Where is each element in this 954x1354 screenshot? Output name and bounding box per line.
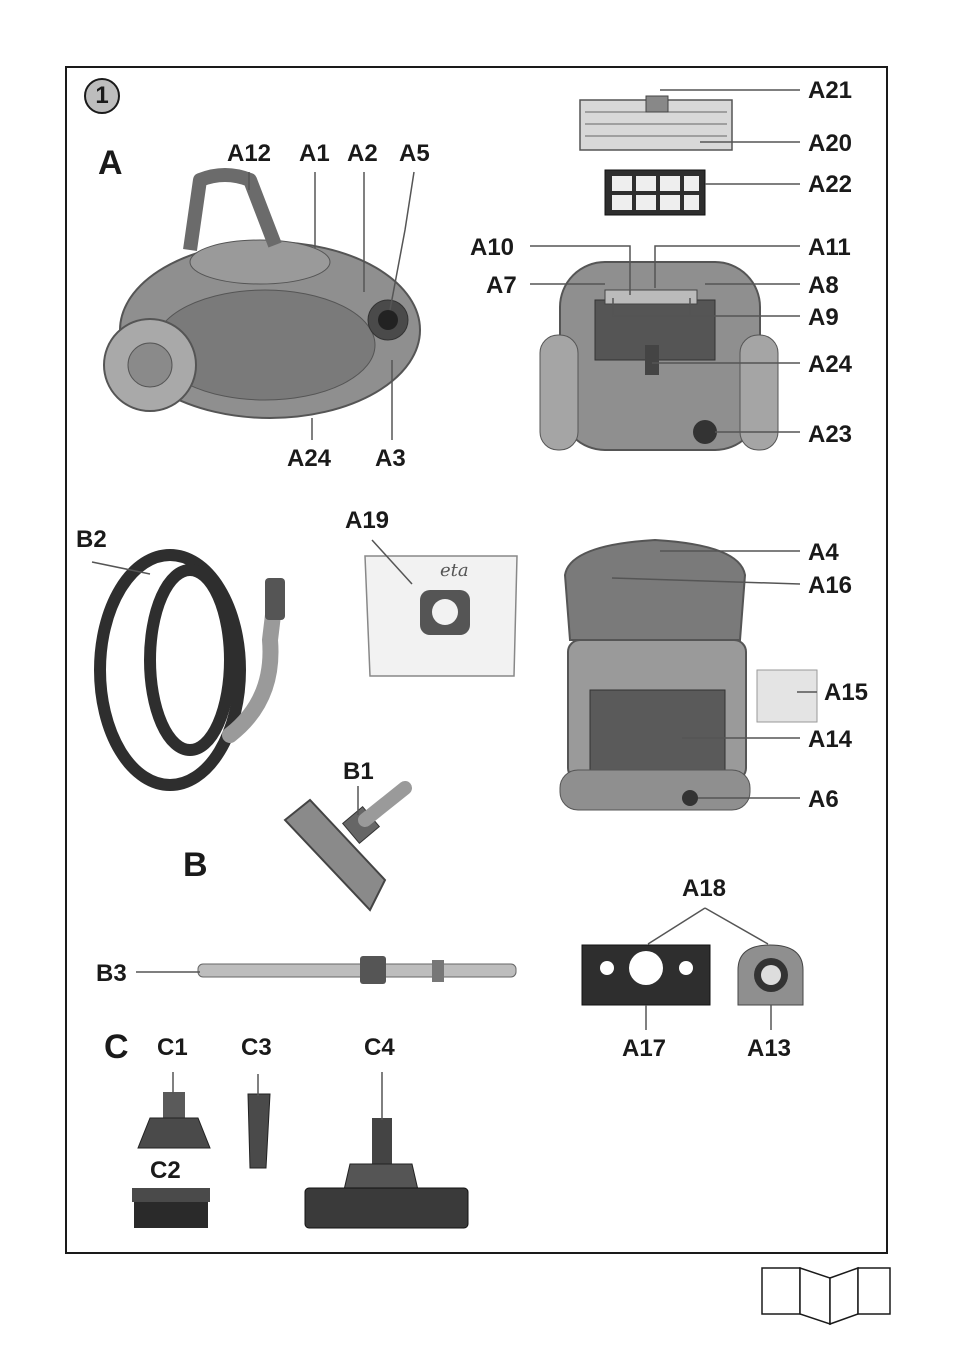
a19-leader [371,539,413,585]
vacuum-open-lid [559,538,751,811]
label-a24-front: A24 [287,445,332,472]
bag-collar [737,944,804,1006]
label-a9: A9 [808,304,839,331]
label-a11: A11 [808,234,851,261]
label-a17: A17 [622,1035,667,1062]
label-b2: B2 [76,526,107,553]
hepa-filter [604,169,706,216]
hose [94,549,285,791]
label-a10: A10 [470,234,515,261]
label-b3: B3 [96,960,127,987]
label-a20: A20 [808,130,853,157]
fold-out-page-icon [761,1266,891,1326]
figure-number: 1 [84,78,120,114]
a18-leader-lines [645,907,772,1030]
label-a3: A3 [375,445,406,472]
label-a15: A15 [824,679,869,706]
label-a8: A8 [808,272,839,299]
section-a-label: A [98,144,123,182]
dust-bag: eta [364,555,518,677]
label-a13: A13 [747,1035,792,1062]
front-leader-lines [248,171,415,440]
b2-leader [91,561,151,575]
dusting-brush [132,1188,210,1228]
label-c2: C2 [150,1157,181,1184]
label-a14: A14 [808,726,853,753]
label-c3: C3 [241,1034,272,1061]
filter-grille [579,95,733,151]
label-a5: A5 [399,140,430,167]
section-b-label: B [183,846,208,884]
turbo-brush [304,1118,469,1229]
label-a24-back: A24 [808,351,853,378]
label-a23: A23 [808,421,853,448]
label-c4: C4 [364,1034,395,1061]
label-a22: A22 [808,171,853,198]
extension-tube [197,956,517,984]
label-a1: A1 [299,140,330,167]
label-a6: A6 [808,786,839,813]
foam-filter [756,669,818,723]
label-a4: A4 [808,539,839,566]
crevice-nozzle [247,1093,271,1169]
floor-nozzle [283,781,412,912]
label-a12: A12 [227,140,272,167]
label-a16: A16 [808,572,853,599]
section-c-label: C [104,1028,129,1066]
label-a21: A21 [808,77,853,104]
label-a2: A2 [347,140,378,167]
vacuum-body-front [103,168,421,419]
label-b1: B1 [343,758,374,785]
bag-holder-frame [581,944,711,1006]
label-c1: C1 [157,1034,188,1061]
upholstery-nozzle [137,1092,211,1149]
label-a18: A18 [682,875,727,902]
label-a19: A19 [345,507,390,534]
open-leader-lines [611,550,817,799]
diagram-frame [65,66,888,1254]
back-leader-lines [530,89,800,433]
label-a7: A7 [486,272,517,299]
bag-brand-text: eta [440,560,469,581]
vacuum-body-back [539,261,779,451]
